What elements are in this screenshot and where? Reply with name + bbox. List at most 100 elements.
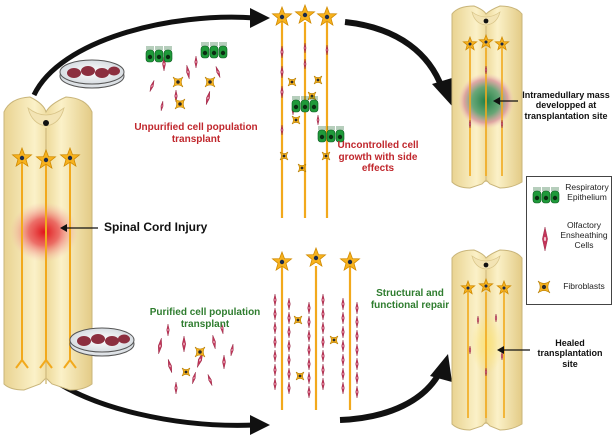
oec-cell bbox=[325, 44, 329, 56]
oec-cell bbox=[273, 349, 277, 363]
fibroblast-cells bbox=[172, 75, 339, 381]
oec-cell bbox=[500, 351, 504, 361]
fibroblast-cell bbox=[537, 280, 551, 294]
oec-cell bbox=[197, 352, 203, 368]
oec-cell bbox=[484, 65, 488, 75]
oec-cell bbox=[280, 65, 284, 79]
fibroblast-cell bbox=[297, 163, 307, 173]
oec-cell bbox=[307, 385, 311, 399]
neuron-cell bbox=[496, 279, 512, 295]
neuron-cells bbox=[11, 3, 512, 295]
mass-spinal-cord bbox=[451, 5, 523, 189]
neuron-cell bbox=[271, 5, 293, 27]
neuron-cell bbox=[339, 250, 361, 272]
oec-cell bbox=[321, 377, 325, 391]
oec-cell bbox=[174, 381, 178, 395]
oec-cell bbox=[468, 119, 472, 129]
oec-cell bbox=[321, 349, 325, 363]
oec-cell bbox=[273, 363, 277, 377]
oec-cell bbox=[280, 85, 284, 99]
respiratory-epithelium-cells bbox=[145, 42, 345, 143]
oec-cell bbox=[205, 91, 211, 105]
fibroblast-cell bbox=[172, 76, 184, 88]
top-right-arrow bbox=[344, 19, 445, 90]
bottom-left-arrowhead bbox=[250, 415, 270, 435]
oec-cell bbox=[321, 335, 325, 349]
oec-cell bbox=[468, 345, 472, 355]
bottom-right-arrow bbox=[339, 370, 443, 423]
legend-fibroblasts-label: Fibroblasts bbox=[563, 281, 605, 291]
oec-cell bbox=[542, 226, 548, 252]
healed-label: Healed transplantation site bbox=[537, 338, 603, 369]
oec-cell bbox=[280, 124, 284, 136]
epithelium-cluster bbox=[532, 187, 560, 204]
oec-cell bbox=[287, 339, 291, 353]
oec-cell bbox=[160, 100, 164, 112]
fibroblast-cell bbox=[194, 346, 206, 358]
oec-cell bbox=[307, 357, 311, 371]
oec-cell bbox=[186, 65, 190, 79]
oec-cell bbox=[273, 335, 277, 349]
oec-cell bbox=[273, 293, 277, 307]
oec-cell bbox=[287, 297, 291, 311]
spinal-cord-injury-label: Spinal Cord Injury bbox=[104, 220, 208, 234]
oec-cell bbox=[355, 329, 359, 343]
healed-site bbox=[471, 314, 503, 374]
neuron-cell bbox=[316, 5, 338, 27]
oec-cell bbox=[287, 353, 291, 367]
injury-site bbox=[10, 202, 78, 262]
fibroblast-cell bbox=[291, 115, 301, 125]
oec-cell bbox=[341, 339, 345, 353]
oec-cell bbox=[494, 313, 498, 323]
neuron-cell bbox=[271, 250, 293, 272]
oec-cell bbox=[273, 307, 277, 321]
top-right-arrowhead bbox=[432, 78, 452, 106]
oec-cell bbox=[230, 344, 234, 356]
oec-cell bbox=[149, 80, 155, 92]
fibroblast-cell bbox=[321, 151, 331, 161]
oec-cell bbox=[212, 335, 216, 349]
oec-cell bbox=[500, 119, 504, 129]
oec-cell bbox=[287, 367, 291, 381]
oec-cell bbox=[280, 45, 284, 59]
purified-transplant-label: Purified cell population transplant bbox=[149, 307, 261, 330]
oec-cell bbox=[307, 343, 311, 357]
oec-cell bbox=[341, 353, 345, 367]
oec-cell bbox=[341, 311, 345, 325]
neuron-cell bbox=[478, 277, 494, 293]
fibroblast-cell bbox=[279, 151, 289, 161]
fibroblast-cell bbox=[329, 335, 339, 345]
petri-dish-top bbox=[59, 59, 125, 89]
fibroblast-cell bbox=[174, 98, 186, 110]
unpurified-transplant-label: Unpurified cell population transplant bbox=[134, 122, 258, 145]
repair-label: Structural and functional repair bbox=[370, 288, 450, 311]
oec-cell bbox=[307, 315, 311, 329]
oec-cell bbox=[222, 354, 226, 370]
neuron-cell bbox=[35, 148, 57, 170]
mass-label: Intramedullary mass developped at transp… bbox=[522, 90, 610, 121]
oec-cell bbox=[484, 367, 488, 377]
top-left-arrowhead bbox=[250, 8, 270, 28]
oec-cell bbox=[316, 114, 320, 126]
oec-cell bbox=[273, 321, 277, 335]
fibroblast-cell bbox=[181, 367, 191, 377]
oec-cell bbox=[303, 58, 307, 70]
oec-cell bbox=[355, 301, 359, 315]
neuron-cell bbox=[59, 146, 81, 168]
oec-cell bbox=[476, 315, 480, 325]
oec-cell bbox=[167, 359, 173, 373]
oec-cell bbox=[287, 325, 291, 339]
epithelium-cluster bbox=[291, 96, 319, 113]
oec-cell bbox=[215, 66, 221, 78]
left-cord-neurons bbox=[15, 158, 77, 369]
neuron-cell bbox=[478, 33, 494, 49]
oec-cell bbox=[355, 385, 359, 399]
oec-cell bbox=[341, 297, 345, 311]
oec-cell bbox=[287, 311, 291, 325]
neuron-cell bbox=[11, 146, 33, 168]
oec-cell bbox=[207, 374, 213, 386]
fibroblast-cell bbox=[293, 315, 303, 325]
healed-cord-axons bbox=[467, 292, 505, 418]
fibroblast-cell bbox=[295, 371, 305, 381]
